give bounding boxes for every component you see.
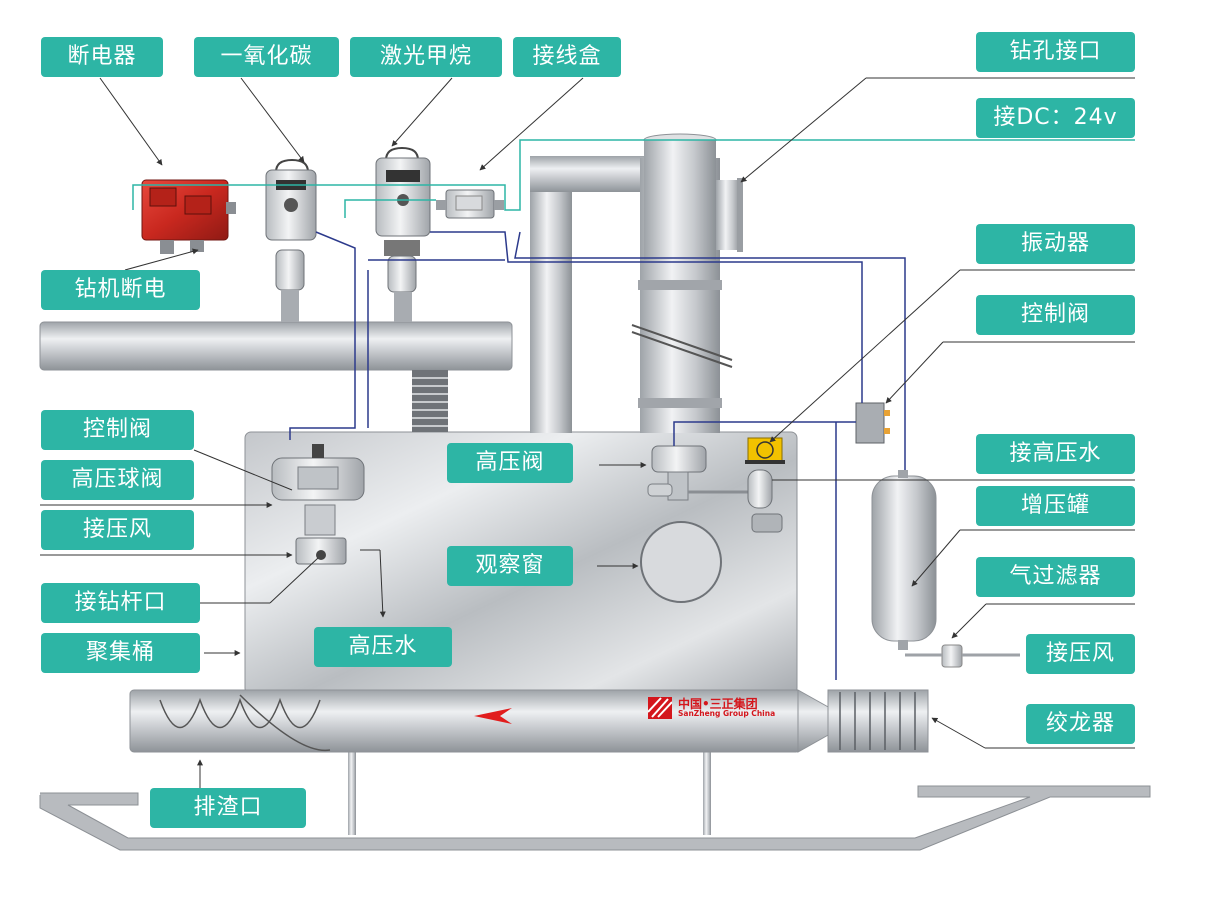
label-vibrator: 振动器	[976, 224, 1135, 264]
top-pipe	[39, 321, 513, 371]
label-dc-power: 接DC：24v	[976, 98, 1135, 138]
label-drill-port: 钻孔接口	[976, 32, 1135, 72]
control-valve-box	[855, 402, 885, 444]
logo-text-cn: 中国•三正集团	[678, 697, 758, 712]
hp-valve-device	[647, 445, 783, 533]
logo-mark-icon	[648, 697, 672, 719]
label-observation-window: 观察窗	[447, 546, 573, 586]
co-sensor-device	[265, 158, 317, 322]
label-drill-power-off: 钻机断电	[41, 270, 200, 310]
label-slag-outlet: 排渣口	[150, 788, 306, 828]
support-leg	[348, 750, 356, 835]
methane-sensor-device	[375, 146, 431, 322]
label-methane-sensor: 激光甲烷	[350, 37, 502, 77]
vibrator-device	[745, 437, 785, 464]
label-collector-bucket: 聚集桶	[41, 633, 200, 673]
wiring-teal	[132, 139, 1135, 218]
label-hp-water: 高压水	[314, 627, 452, 667]
junction-box-device	[436, 189, 504, 219]
label-air-filter: 气过滤器	[976, 557, 1135, 597]
label-auger: 绞龙器	[1026, 704, 1135, 744]
label-hp-water-inlet: 接高压水	[976, 434, 1135, 474]
control-valve-actuator	[271, 444, 365, 565]
label-control-valve-left: 控制阀	[41, 410, 194, 450]
base-frame	[39, 785, 1151, 851]
label-hp-valve: 高压阀	[447, 443, 573, 483]
label-breaker: 断电器	[41, 37, 163, 77]
support-leg	[703, 750, 711, 835]
company-logo: 中国•三正集团 SanZheng Group China	[648, 697, 775, 719]
breaker-device	[141, 179, 236, 254]
label-co-sensor: 一氧化碳	[194, 37, 339, 77]
label-control-valve-right: 控制阀	[976, 295, 1135, 335]
label-booster-tank: 增压罐	[976, 486, 1135, 526]
label-air-inlet-left: 接压风	[41, 510, 194, 550]
label-hp-ball-valve: 高压球阀	[41, 460, 194, 500]
booster-tank-body	[871, 470, 937, 650]
flex-hose	[412, 370, 448, 432]
logo-text-en: SanZheng Group China	[678, 709, 776, 719]
u-pipe	[530, 133, 743, 433]
label-drill-rod-port: 接钻杆口	[41, 583, 200, 623]
leader-lines	[40, 77, 1135, 790]
label-air-inlet-right: 接压风	[1026, 634, 1135, 674]
flow-arrow-icon	[474, 708, 512, 724]
air-filter-device	[905, 644, 1020, 668]
observation-window-glass	[640, 521, 722, 603]
wiring-blue	[289, 231, 906, 680]
auger-conveyor	[129, 689, 929, 753]
label-junction-box: 接线盒	[513, 37, 621, 77]
